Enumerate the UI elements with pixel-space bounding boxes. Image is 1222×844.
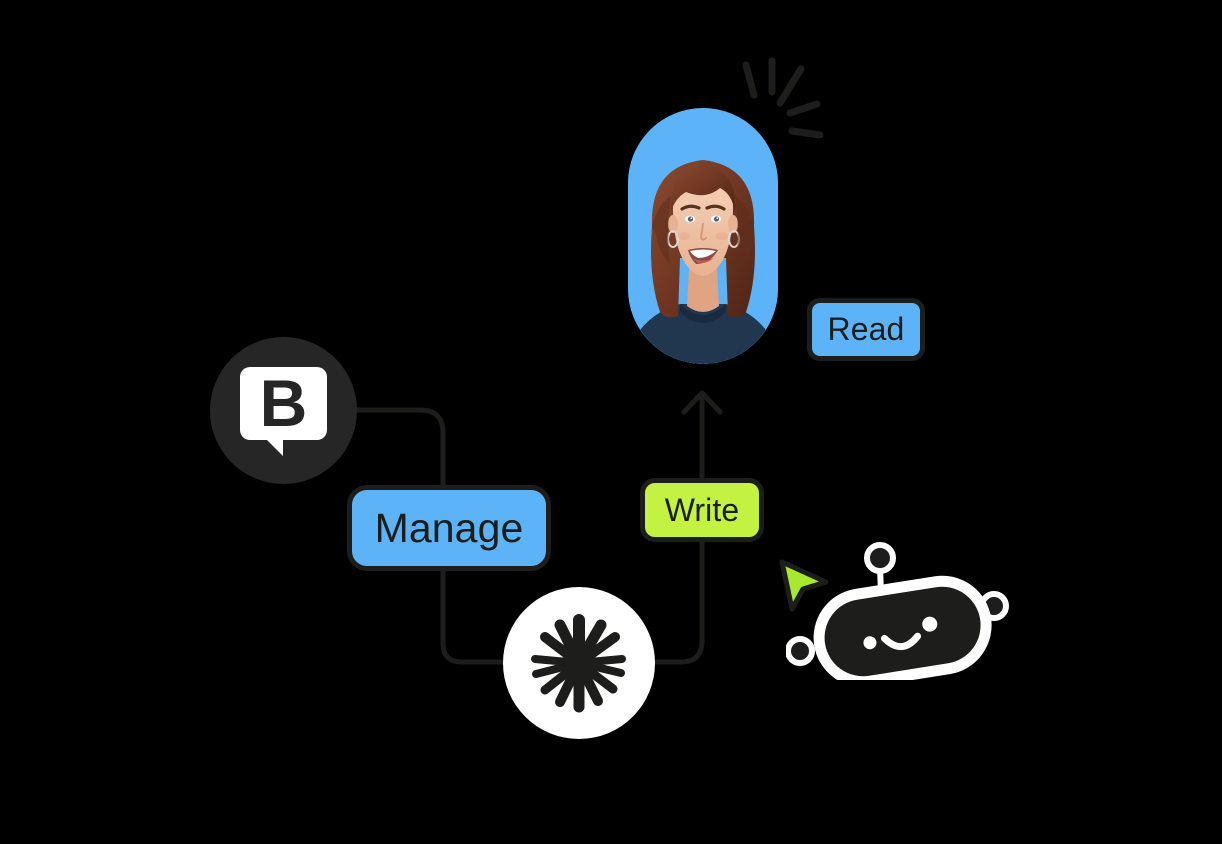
connector-burst-to-avatar bbox=[645, 391, 705, 665]
badge-write-label: Write bbox=[664, 491, 740, 528]
user-avatar[interactable] bbox=[628, 108, 778, 364]
cursor-arrow-icon[interactable] bbox=[776, 556, 832, 616]
bloom-speech-bubble-logo: B bbox=[240, 366, 327, 456]
starburst-node[interactable] bbox=[503, 587, 655, 739]
bloom-logo-node[interactable]: B bbox=[210, 337, 357, 484]
robot-face-icon[interactable] bbox=[786, 538, 1012, 680]
badge-manage[interactable]: Manage bbox=[347, 485, 551, 571]
sparkle-lines-icon bbox=[742, 57, 824, 139]
badge-read[interactable]: Read bbox=[807, 298, 925, 361]
badge-read-label: Read bbox=[827, 311, 905, 347]
badge-write[interactable]: Write bbox=[640, 478, 764, 542]
avatar-portrait-illustration bbox=[628, 108, 778, 364]
starburst-icon bbox=[531, 614, 626, 713]
svg-text:B: B bbox=[260, 366, 308, 440]
badge-manage-label: Manage bbox=[374, 504, 524, 551]
arrowhead-up-icon bbox=[681, 390, 723, 415]
